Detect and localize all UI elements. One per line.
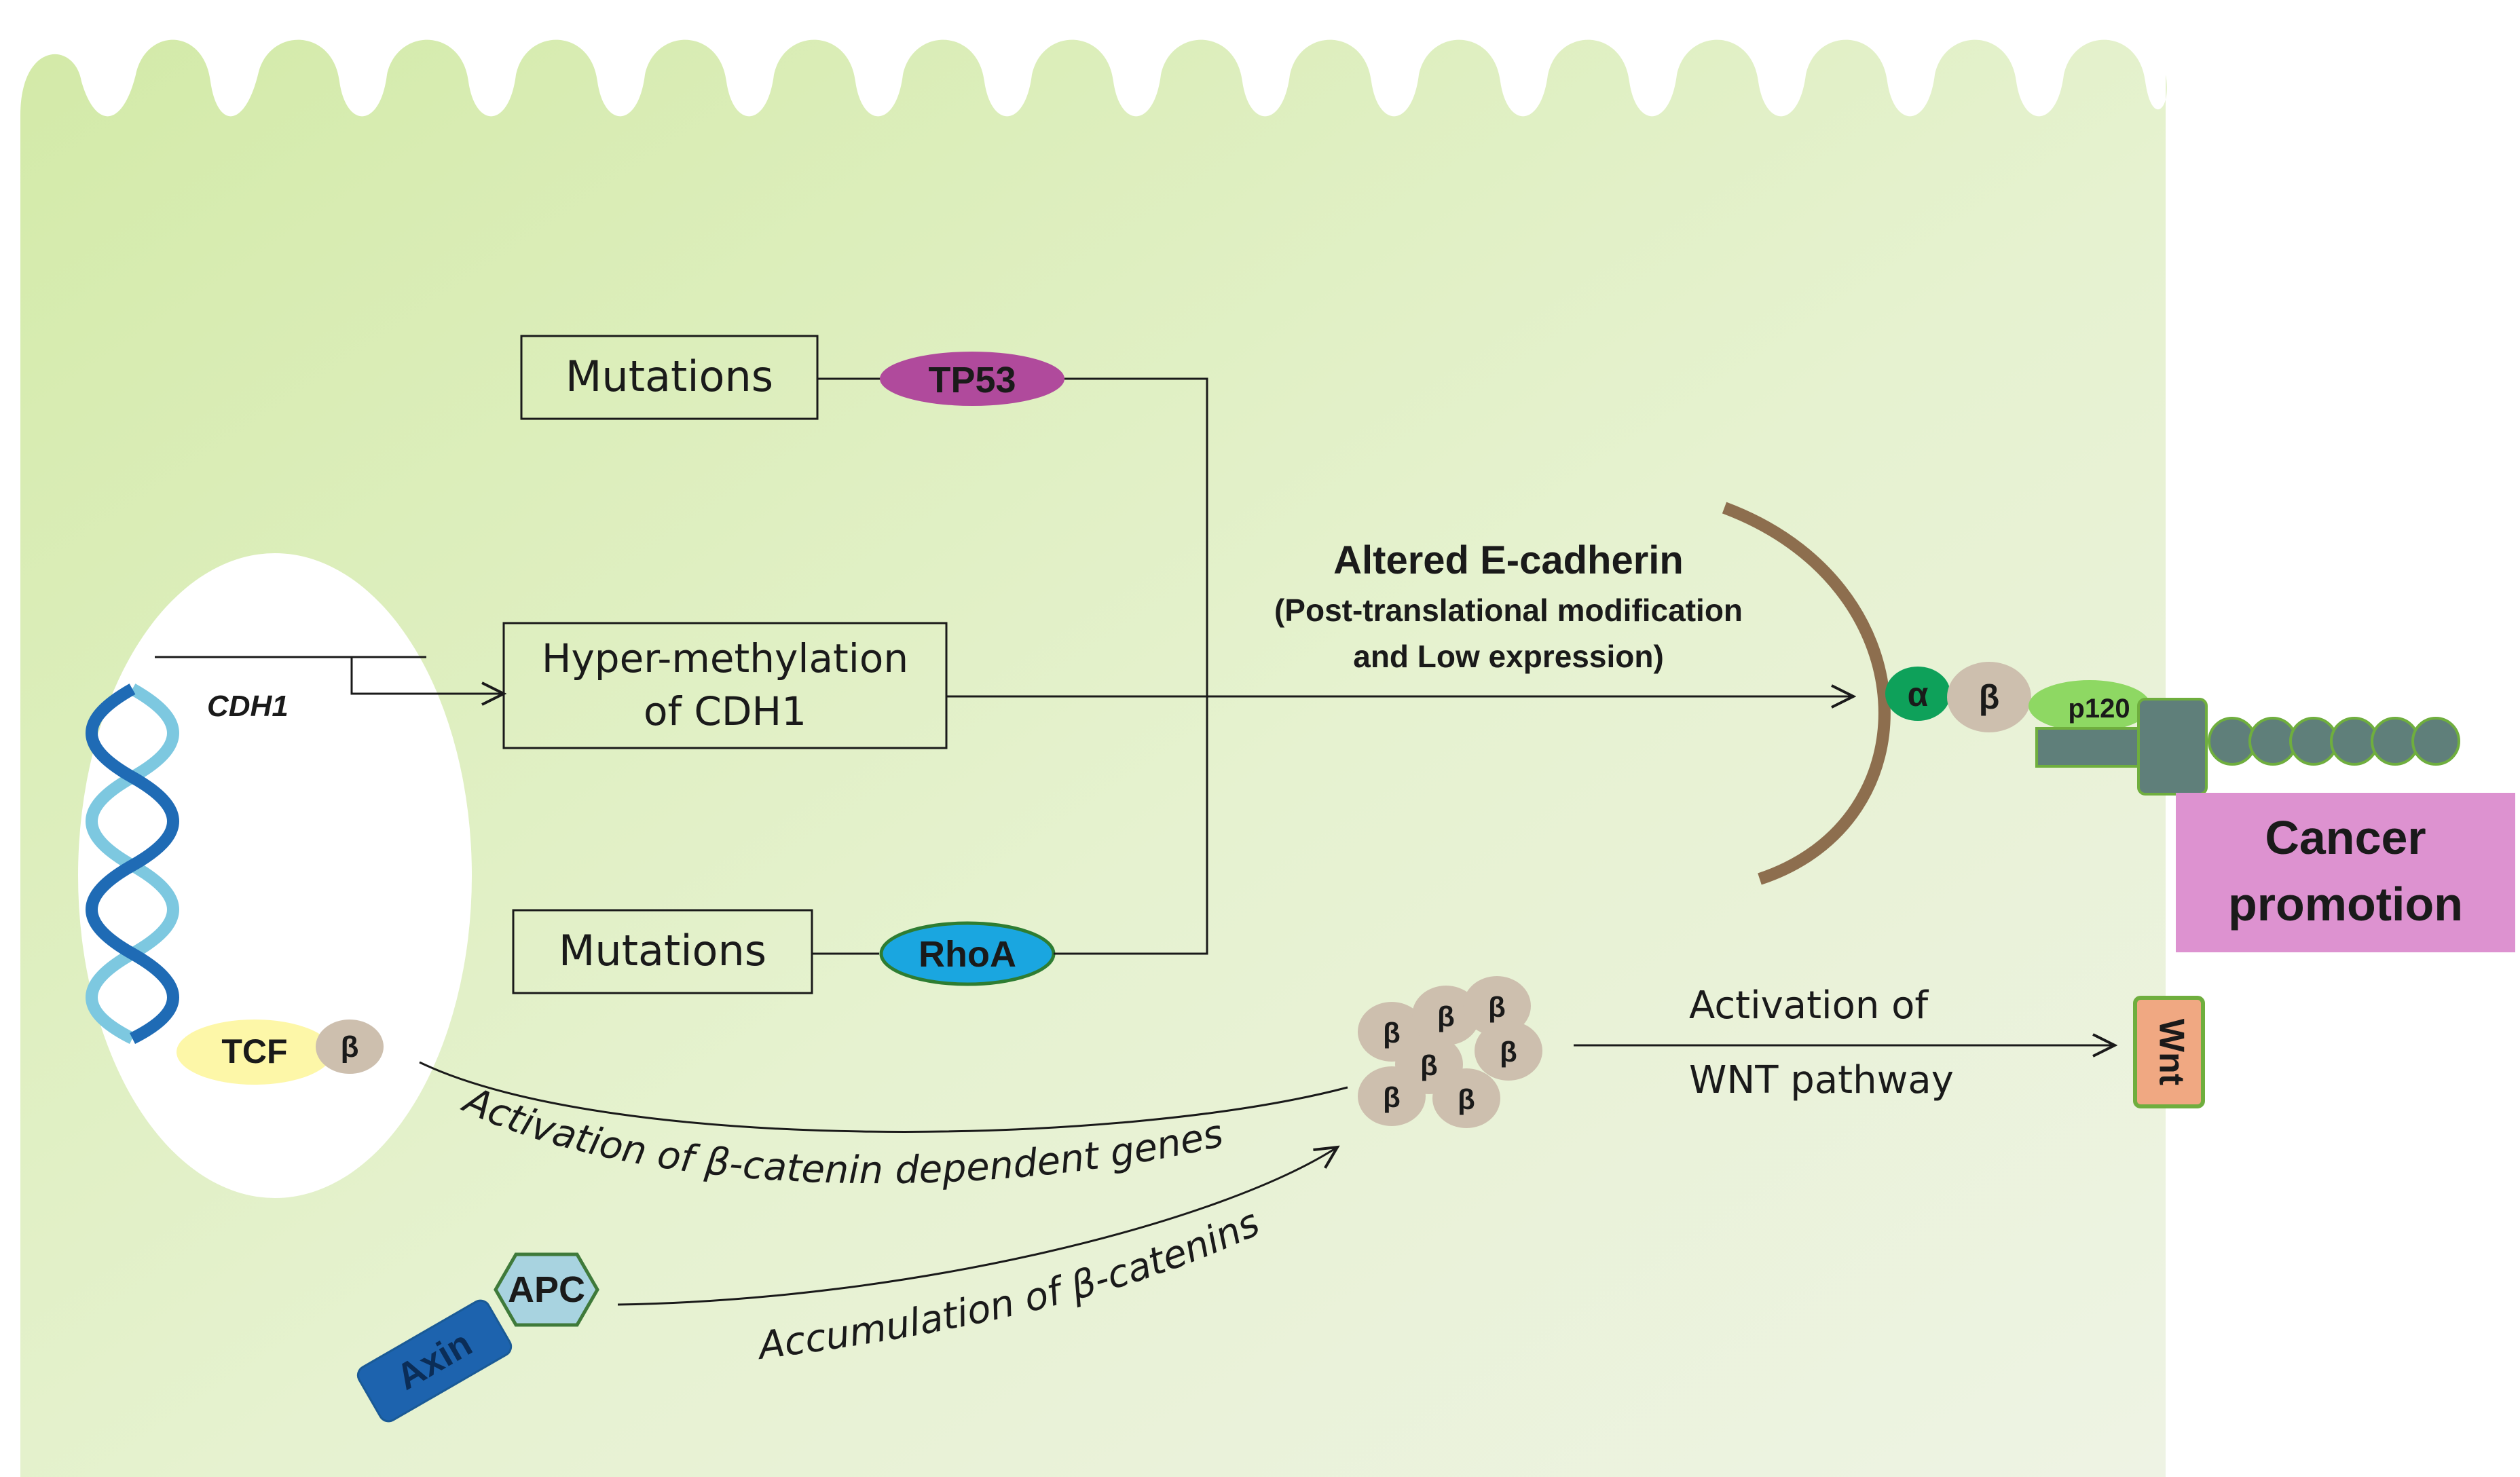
beta-label: β <box>1437 1001 1455 1032</box>
hypermethylation-label-1: Hyper-methylation <box>542 635 908 681</box>
merge-bracket <box>1054 377 1208 955</box>
tp53-label: TP53 <box>928 360 1016 400</box>
cancer-label-2: promotion <box>2228 878 2463 931</box>
mutations-label-rhoa: Mutations <box>559 926 766 975</box>
beta-catenin-cluster: β β β β β β β <box>1358 976 1542 1128</box>
mutations-label-tp53: Mutations <box>566 352 773 401</box>
beta-label: β <box>1420 1049 1438 1081</box>
genes-activation-curve <box>419 1061 1348 1133</box>
altered-ecadherin-sub2: and Low expression) <box>1353 639 1664 674</box>
mutations-box-rhoa <box>512 909 813 994</box>
apc-label: APC <box>508 1269 585 1310</box>
rhoa-label: RhoA <box>919 934 1016 975</box>
mutations-box-tp53 <box>520 335 819 420</box>
beta-catenin-nucleus <box>316 1020 384 1074</box>
p120-catenin <box>2028 680 2151 732</box>
p120-label: p120 <box>2068 694 2130 724</box>
cell-body <box>20 39 2168 1477</box>
activation-wnt-label-1: Activation of <box>1689 984 1929 1028</box>
promoter-arrow <box>350 657 504 694</box>
beta-label-nucleus: β <box>341 1030 359 1064</box>
hypermethylation-label-2: of CDH1 <box>644 688 807 734</box>
wnt-box <box>2133 996 2205 1108</box>
beta-label-complex: β <box>1979 678 2000 716</box>
beta-label: β <box>1500 1036 1517 1068</box>
tcf-label: TCF <box>221 1032 287 1070</box>
nucleus <box>78 553 472 1198</box>
cancer-promotion-box <box>2176 793 2515 952</box>
altered-ecadherin-sub1: (Post-translational modification <box>1274 593 1743 628</box>
cancer-label-1: Cancer <box>2265 811 2426 864</box>
cadherin-extracellular-domains <box>2208 717 2460 766</box>
dna-helix-icon <box>86 684 179 1045</box>
activation-wnt-label-2: WNT pathway <box>1689 1058 1954 1102</box>
tp53-protein <box>880 352 1064 406</box>
beta-label: β <box>1383 1017 1401 1049</box>
accumulation-curve <box>617 1147 1337 1306</box>
beta-label: β <box>1383 1081 1401 1113</box>
alpha-catenin <box>1885 667 1950 721</box>
hypermethylation-box <box>502 622 948 749</box>
cadherin-transmembrane <box>2137 698 2208 796</box>
membrane-arc <box>1722 502 1891 885</box>
alpha-label: α <box>1908 675 1929 713</box>
apc-protein <box>494 1252 599 1327</box>
beta-catenin-complex <box>1947 662 2031 732</box>
wnt-label: Wnt <box>2151 1019 2191 1085</box>
altered-ecadherin-title: Altered E-cadherin <box>1333 538 1684 582</box>
tcf-protein <box>177 1020 333 1085</box>
cadherin-cytoplasmic-tail <box>2035 727 2143 768</box>
beta-label: β <box>1458 1083 1475 1115</box>
cdh1-gene-label: CDH1 <box>207 690 289 723</box>
beta-label: β <box>1488 991 1506 1023</box>
